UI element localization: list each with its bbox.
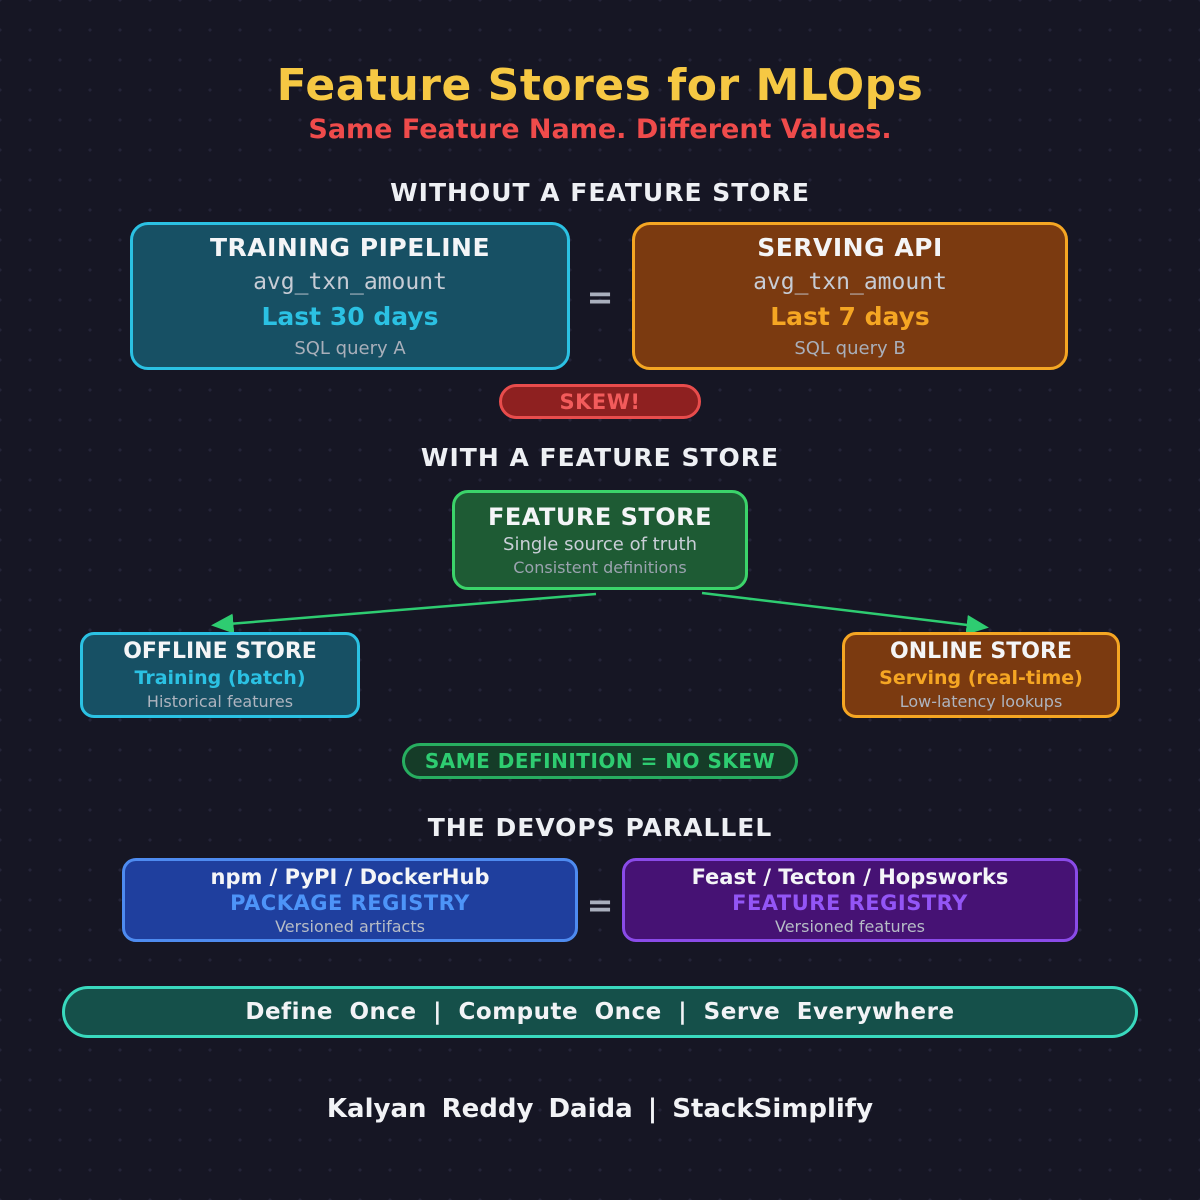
package-registry-box: npm / PyPI / DockerHub PACKAGE REGISTRY … xyxy=(122,858,578,942)
serving-api-box: SERVING API avg_txn_amount Last 7 days S… xyxy=(632,222,1068,370)
section-heading-with: WITH A FEATURE STORE xyxy=(420,443,780,472)
equals-sign: = xyxy=(586,886,614,924)
training-window: Last 30 days xyxy=(261,302,439,331)
offline-store-line2: Historical features xyxy=(146,692,294,711)
serving-query: SQL query B xyxy=(794,338,906,359)
page-subtitle: Same Feature Name. Different Values. xyxy=(308,114,892,145)
feature-store-line2: Consistent definitions xyxy=(513,558,687,577)
online-store-line1: Serving (real-time) xyxy=(879,667,1083,689)
feature-registry-line2: Versioned features xyxy=(774,916,926,936)
branch-arrows xyxy=(211,591,989,635)
serving-window: Last 7 days xyxy=(770,302,930,331)
section-heading-without: WITHOUT A FEATURE STORE xyxy=(390,178,810,207)
feature-store-title: FEATURE STORE xyxy=(487,503,713,531)
no-skew-badge: SAME DEFINITION = NO SKEW xyxy=(402,743,798,779)
training-query: SQL query A xyxy=(294,338,406,359)
online-store-title: ONLINE STORE xyxy=(890,639,1072,664)
feature-registry-box: Feast / Tecton / Hopsworks FEATURE REGIS… xyxy=(622,858,1078,942)
arrow-to-offline xyxy=(211,592,597,634)
feature-store-box: FEATURE STORE Single source of truth Con… xyxy=(452,490,748,590)
online-store-line2: Low-latency lookups xyxy=(899,692,1063,711)
offline-store-line1: Training (batch) xyxy=(134,667,306,689)
skew-badge: SKEW! xyxy=(499,384,701,419)
feature-store-line1: Single source of truth xyxy=(503,534,697,555)
serving-api-title: SERVING API xyxy=(757,233,943,262)
footer-credit: Kalyan Reddy Daida | StackSimplify xyxy=(326,1094,874,1124)
package-registry-subtitle: PACKAGE REGISTRY xyxy=(230,890,470,915)
training-feature-name: avg_txn_amount xyxy=(253,269,447,295)
serving-feature-name: avg_txn_amount xyxy=(753,269,947,295)
arrow-to-online xyxy=(701,591,989,635)
equals-sign: = xyxy=(586,278,614,316)
offline-store-box: OFFLINE STORE Training (batch) Historica… xyxy=(80,632,360,718)
page-title: Feature Stores for MLOps xyxy=(276,60,924,111)
section-heading-devops: THE DEVOPS PARALLEL xyxy=(427,813,773,842)
training-pipeline-box: TRAINING PIPELINE avg_txn_amount Last 30… xyxy=(130,222,570,370)
summary-banner: Define Once | Compute Once | Serve Every… xyxy=(62,986,1138,1038)
offline-store-title: OFFLINE STORE xyxy=(123,639,317,664)
online-store-box: ONLINE STORE Serving (real-time) Low-lat… xyxy=(842,632,1120,718)
package-registry-title: npm / PyPI / DockerHub xyxy=(210,864,490,889)
training-pipeline-title: TRAINING PIPELINE xyxy=(209,233,491,262)
feature-registry-title: Feast / Tecton / Hopsworks xyxy=(691,864,1009,889)
package-registry-line2: Versioned artifacts xyxy=(275,916,425,936)
feature-registry-subtitle: FEATURE REGISTRY xyxy=(732,890,968,915)
